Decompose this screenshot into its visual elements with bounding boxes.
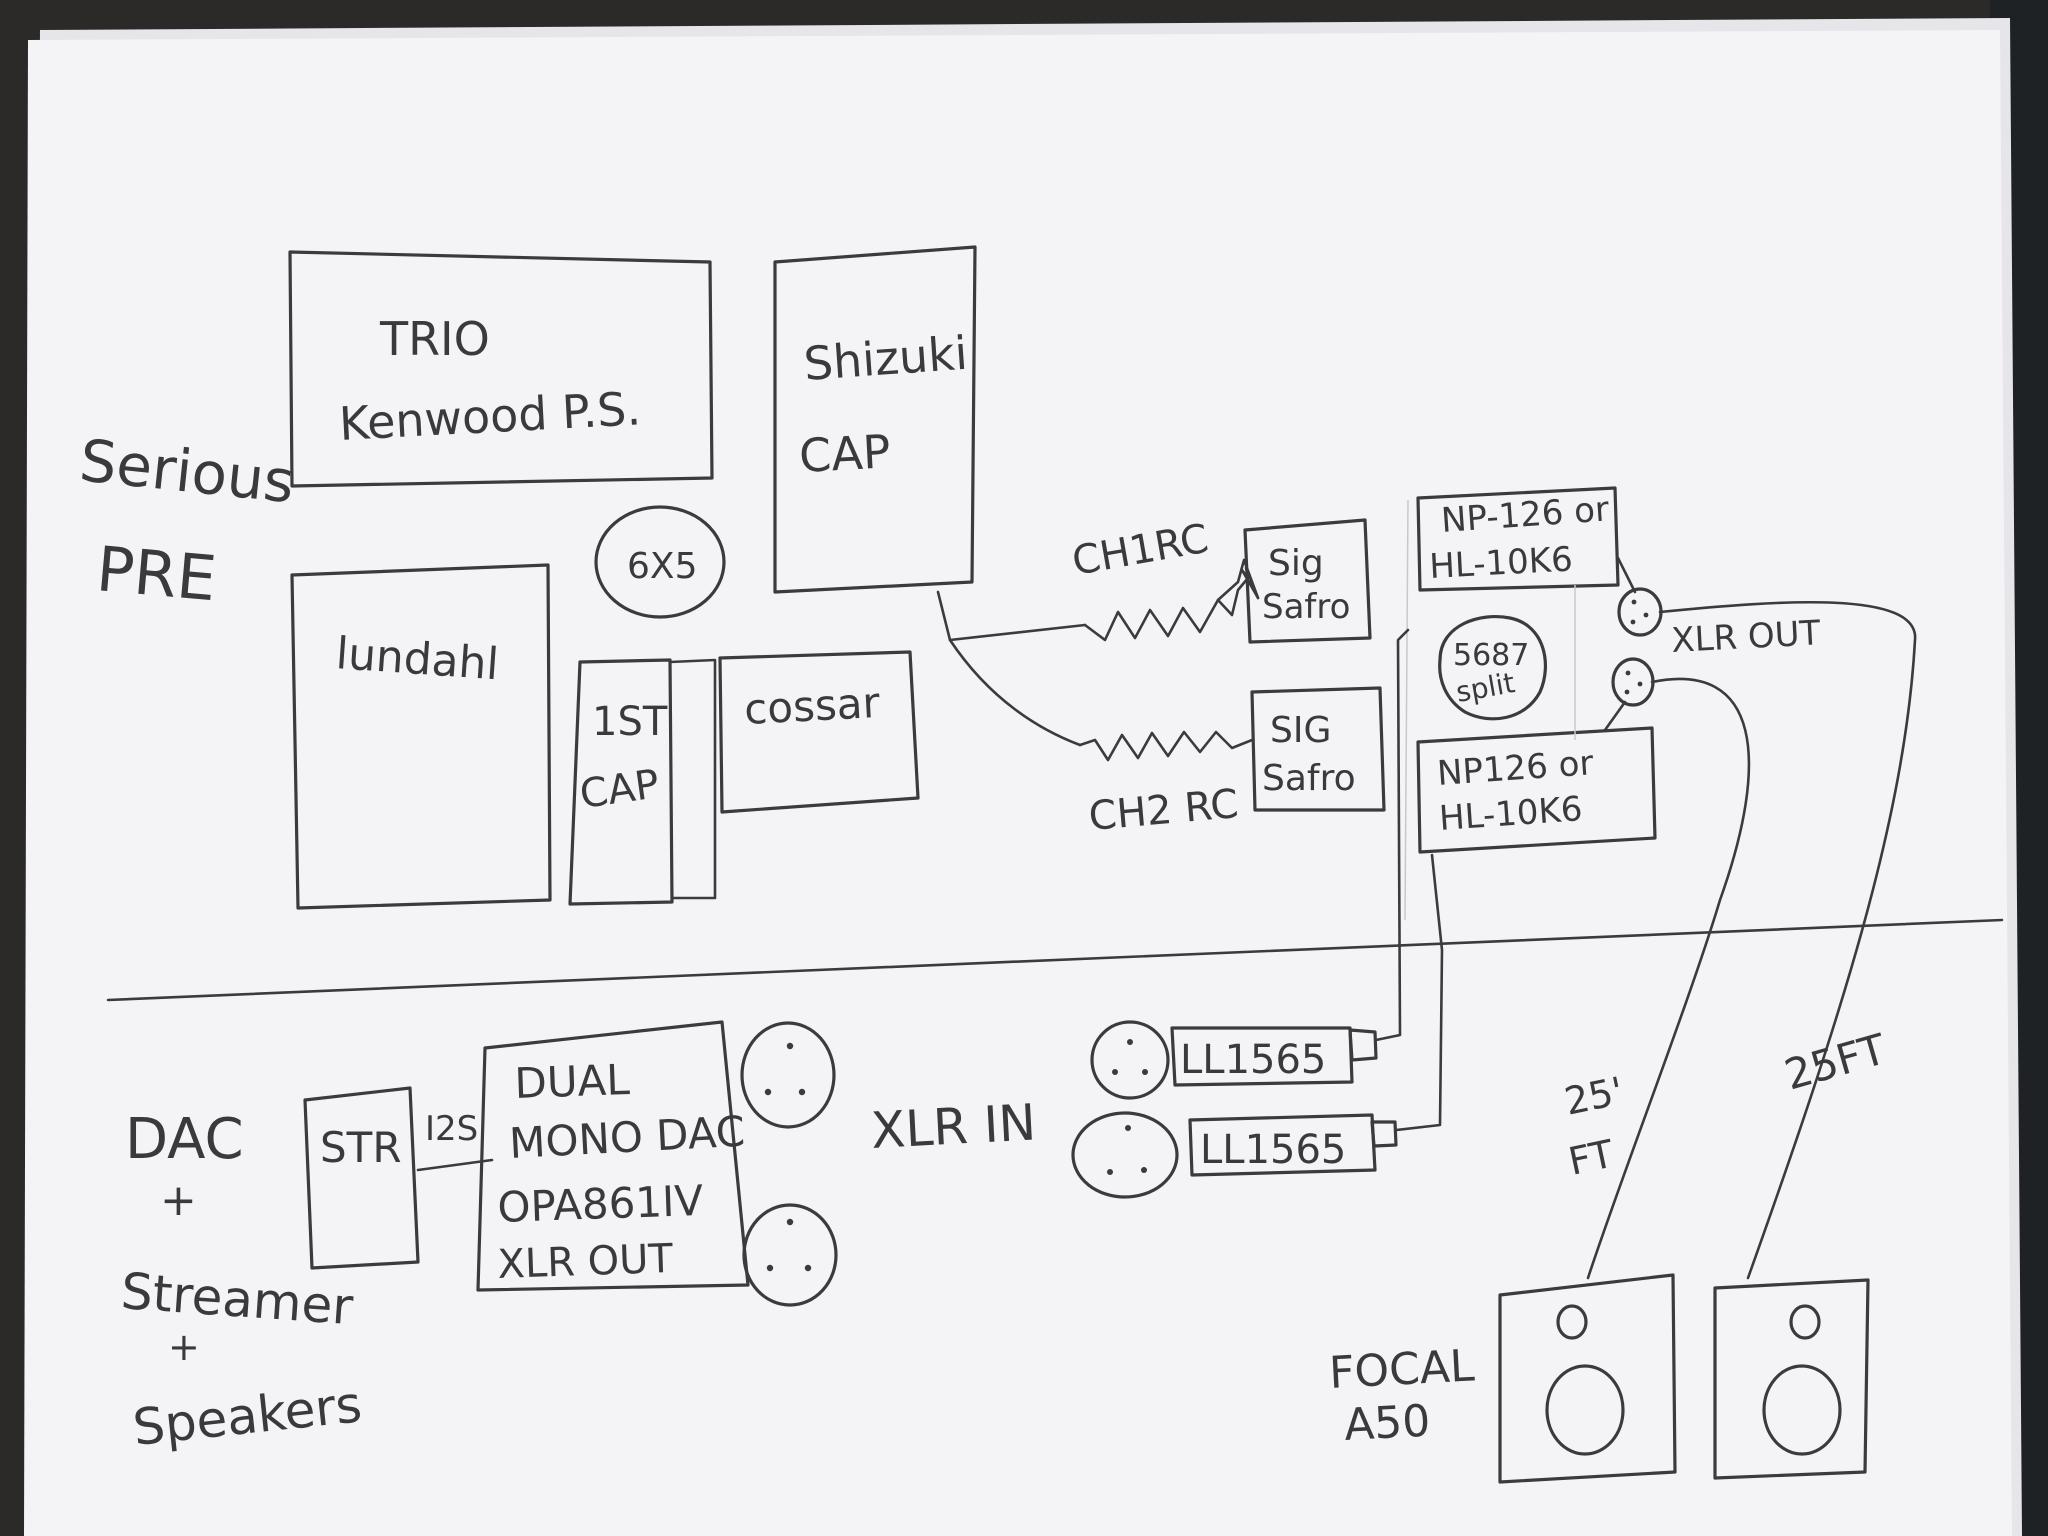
xlr-pin <box>1631 599 1637 605</box>
sig-safro-1-label-1: Sig <box>1268 543 1324 584</box>
dac-xlr-jack-2 <box>742 1203 838 1307</box>
xlr-pin <box>804 1264 812 1272</box>
cossar-box <box>718 650 920 814</box>
xlr-pin <box>786 1218 794 1226</box>
lundahl-label: lundahl <box>334 628 500 690</box>
cable-left-label-2: FT <box>1565 1131 1618 1183</box>
xlr-pin <box>1107 1169 1113 1175</box>
wire-np-bot-xlr <box>1603 700 1627 732</box>
faint-guides <box>1404 499 1576 921</box>
xlr-pin <box>798 1088 806 1096</box>
sig-safro-2-label-2: Safro <box>1262 758 1356 799</box>
dac-label-2: + <box>160 1175 197 1226</box>
first-cap-label-2: CAP <box>577 761 662 818</box>
streamer-box <box>303 1086 420 1270</box>
ll1565-top-label: LL1565 <box>1180 1037 1326 1083</box>
xlr-pin <box>1643 612 1649 618</box>
sig-safro-1-label-2: Safro <box>1262 587 1350 627</box>
resistor-ch1 <box>1083 566 1260 642</box>
xlr-pin <box>1112 1069 1118 1075</box>
xlr-pin <box>786 1042 794 1050</box>
first-cap-box <box>568 658 674 906</box>
split-tube-label-1: 5687 <box>1453 638 1529 673</box>
ll1565-bottom-label: LL1565 <box>1200 1127 1346 1173</box>
i2s-wire <box>416 1158 494 1172</box>
xlr-pin <box>764 1088 772 1096</box>
xlr-out-label: XLR OUT <box>1670 613 1821 661</box>
xlr-pin <box>1624 689 1630 695</box>
lundahl-box <box>290 563 552 910</box>
i2s-label: I2S <box>425 1109 478 1149</box>
first-cap-outline-right <box>668 658 717 900</box>
sig-safro-2-box <box>1250 686 1386 812</box>
ll1565-bottom-box <box>1188 1113 1377 1177</box>
np126-top-label-2: HL-10K6 <box>1428 540 1573 587</box>
power-supply-label-1: TRIO <box>379 312 490 366</box>
speaker-left-woofer <box>1545 1364 1625 1456</box>
ll1565-top-connector <box>1348 1028 1378 1062</box>
wire-ll-bottom-up <box>1394 853 1444 1132</box>
dac-xlr-jack-1 <box>740 1021 836 1129</box>
cable-right-speaker <box>1658 600 1917 1280</box>
xlr-pin <box>1625 670 1631 676</box>
speaker-right-tweeter <box>1789 1304 1821 1340</box>
pre-label: PRE <box>94 532 220 615</box>
dac-label-1: DAC <box>125 1107 244 1172</box>
tube-6x5-label: 6X5 <box>627 546 697 587</box>
xlr-pin <box>766 1264 774 1272</box>
xlr-pin <box>1141 1167 1147 1173</box>
streamer-label: STR <box>320 1123 402 1172</box>
shizuki-label-2: CAP <box>798 424 892 483</box>
xlr-in-label: XLR IN <box>870 1093 1038 1160</box>
paper-sheet <box>24 30 2012 1536</box>
speaker-left-cabinet <box>1498 1273 1677 1484</box>
ll-top-xlr-jack <box>1090 1020 1170 1100</box>
cable-left-speaker <box>1586 677 1751 1280</box>
dac-box-label-4: XLR OUT <box>497 1236 674 1288</box>
shizuki-cap-box <box>773 245 977 594</box>
wire-to-ch2 <box>948 638 1082 747</box>
split-tube-circle <box>1438 615 1547 721</box>
ll1565-bottom-connector <box>1370 1120 1398 1148</box>
speaker-right-woofer <box>1762 1364 1842 1456</box>
np126-top-box <box>1416 486 1620 592</box>
shizuki-label-1: Shizuki <box>802 326 969 391</box>
sig-safro-2-label-1: SIG <box>1270 710 1331 751</box>
wire-ll-top-up <box>1374 628 1410 1042</box>
dual-mono-dac-box <box>476 1020 750 1292</box>
np126-bottom-box <box>1416 726 1657 854</box>
speaker-right-cabinet <box>1713 1278 1870 1480</box>
focal-label-2: A50 <box>1343 1396 1432 1451</box>
ll-bottom-xlr-jack <box>1071 1111 1179 1199</box>
sig-safro-1-box <box>1243 518 1372 644</box>
resistor-ch2 <box>1078 730 1254 762</box>
dac-box-label-3: OPA861IV <box>497 1176 705 1232</box>
xlr-pin <box>1127 1039 1133 1045</box>
wire-np-top-xlr <box>1616 556 1637 594</box>
np126-bottom-label-2: HL-10K6 <box>1438 789 1584 839</box>
xlr-pin <box>1637 681 1643 687</box>
focal-label-1: FOCAL <box>1328 1340 1476 1399</box>
resistor-ch1-end <box>1216 558 1260 602</box>
first-cap-label-1: 1ST <box>592 699 668 745</box>
speaker-left-tweeter <box>1556 1304 1588 1340</box>
xlr-pin <box>1630 619 1636 625</box>
xlr-pin <box>1125 1125 1131 1131</box>
cossar-label: cossar <box>743 678 882 734</box>
tube-6x5-circle <box>594 505 726 619</box>
ll1565-top-box <box>1170 1026 1354 1087</box>
dac-label-4: + <box>168 1325 200 1369</box>
power-supply-box <box>288 250 714 488</box>
dac-box-label-1: DUAL <box>514 1055 631 1108</box>
xlr-pin <box>1142 1069 1148 1075</box>
